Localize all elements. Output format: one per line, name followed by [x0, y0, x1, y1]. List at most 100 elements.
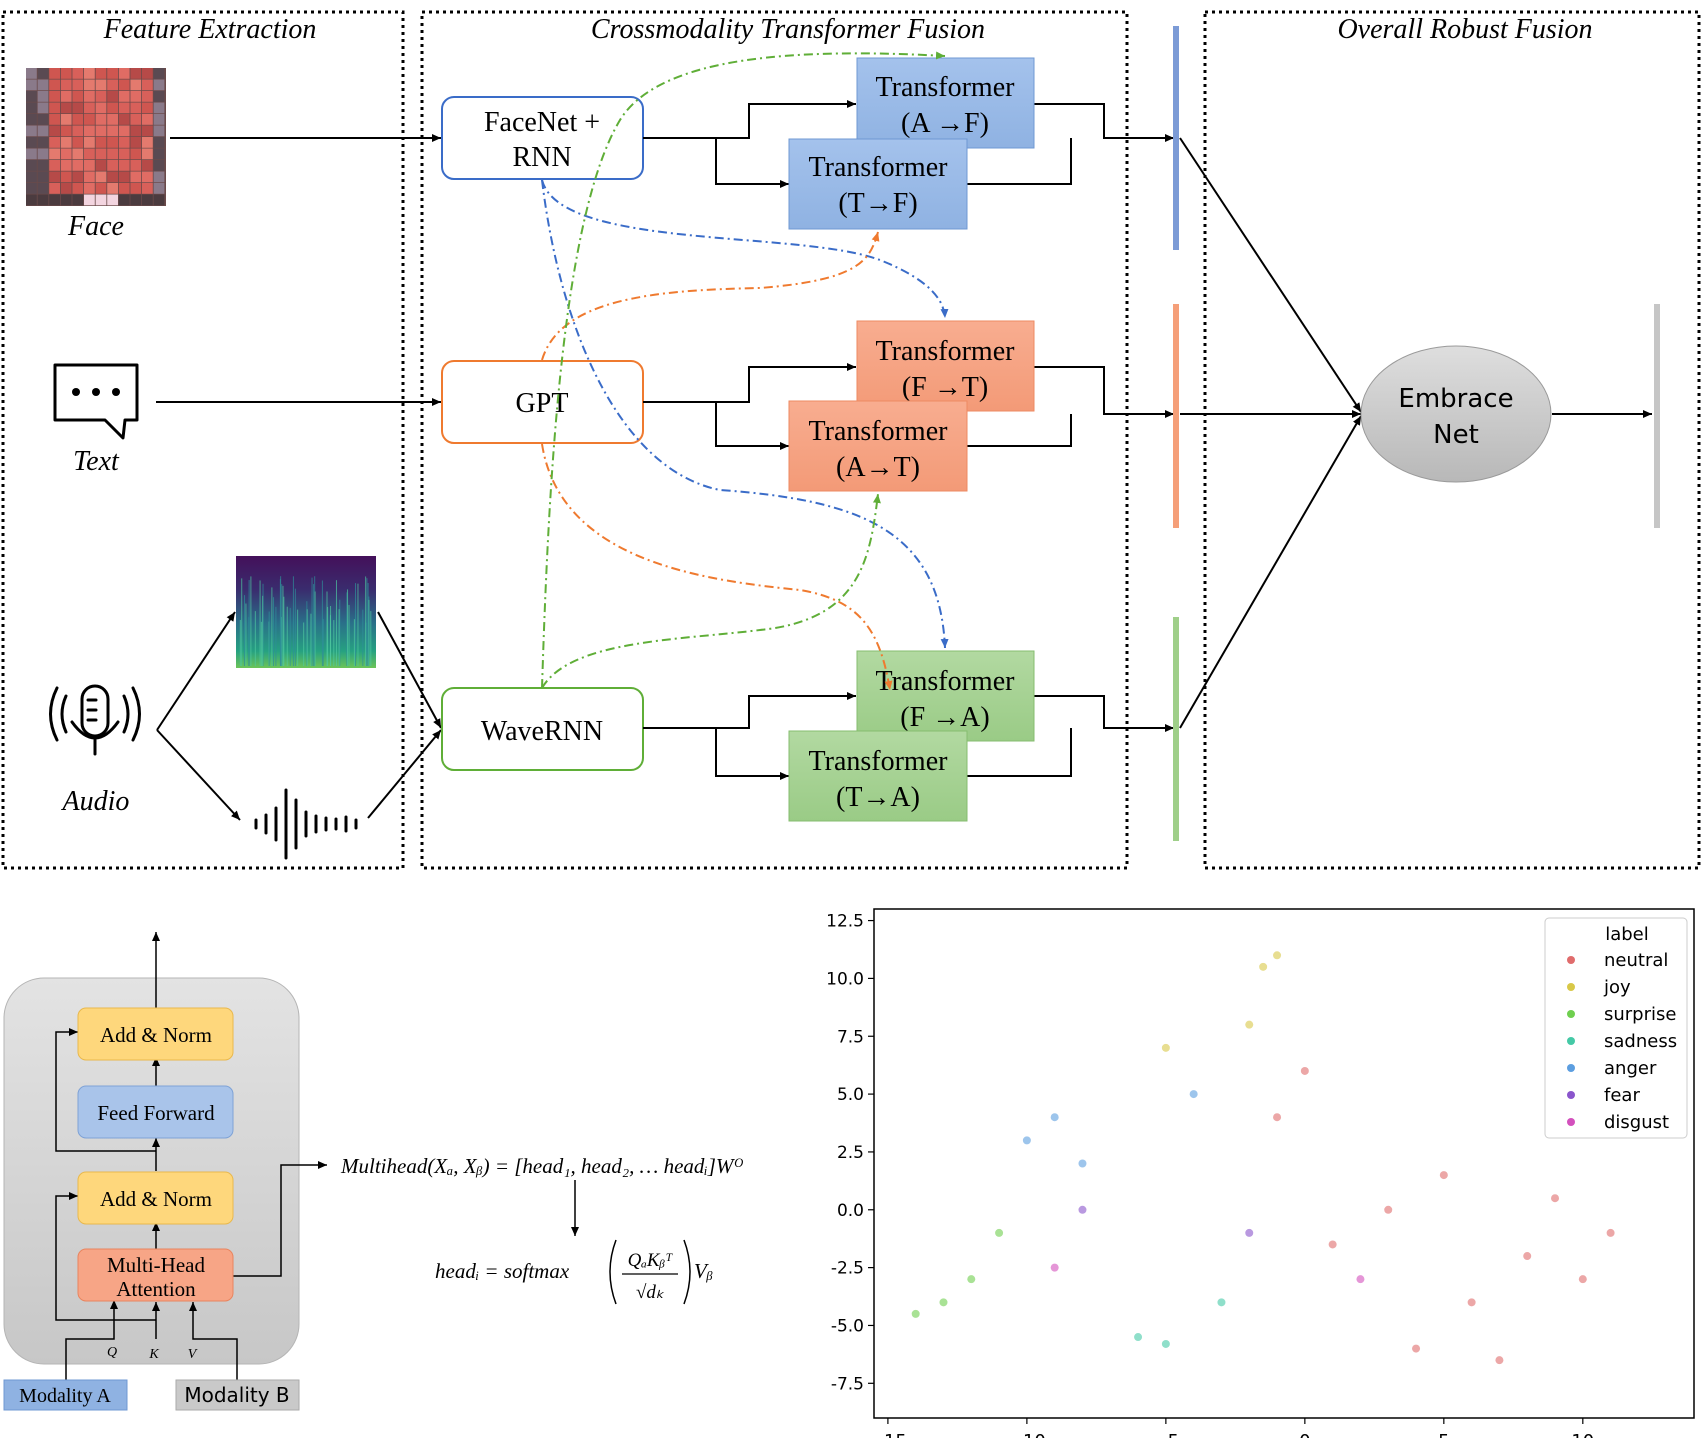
q-label: Q [107, 1345, 117, 1360]
face-pixel [49, 183, 60, 194]
face-pixel [26, 114, 37, 125]
face-pixel [72, 102, 84, 114]
legend-box [1544, 917, 1688, 1139]
scatter-point-anger [1189, 1090, 1198, 1099]
head-formula-lhs: headᵢ = softmax [435, 1259, 570, 1283]
speech-bubble-icon [53, 363, 139, 440]
scatter-point-joy [1273, 951, 1282, 960]
face-pixel [153, 194, 165, 206]
face-label: Face [67, 211, 124, 242]
scatter-point-fear [1078, 1205, 1087, 1214]
scatter-point-sadness [1161, 1339, 1170, 1348]
face-pixel [49, 79, 60, 91]
face-pixel [72, 148, 84, 160]
face-pixel [95, 102, 107, 114]
scatter-point-neutral [1273, 1113, 1282, 1122]
face-pixel [72, 114, 84, 125]
attention-formula: Multihead(Xₐ, Xᵦ) = [head₁, head₂, … hea… [340, 1154, 743, 1305]
scatter-point-neutral [1384, 1205, 1393, 1214]
face-pixel [153, 102, 165, 114]
face-pixel [37, 114, 49, 125]
legend-label-anger: anger [1604, 1058, 1657, 1079]
x-tick-label: 10 [1571, 1431, 1594, 1438]
v-label: V [188, 1347, 198, 1362]
face-pixel [37, 125, 49, 137]
face-pixel [153, 68, 165, 79]
spectrogram-image [236, 556, 376, 668]
legend-marker-anger [1567, 1064, 1575, 1072]
modality-b-box [175, 1379, 300, 1411]
legend-title: label [1605, 924, 1649, 945]
legend-marker-joy [1567, 983, 1575, 991]
face-pixel [60, 183, 72, 194]
face-pixel [49, 114, 60, 125]
face-pixel [84, 125, 95, 137]
modality-a-box [3, 1379, 128, 1411]
face-pixel [118, 114, 130, 125]
y-tick-label: 10.0 [826, 969, 864, 989]
scatter-point-neutral [1412, 1344, 1421, 1353]
face-pixel [84, 160, 95, 171]
face-pixel [37, 183, 49, 194]
section-title-robust-fusion: Overall Robust Fusion [1337, 14, 1592, 45]
face-pixel [26, 160, 37, 171]
scatter-point-neutral [1467, 1298, 1476, 1307]
svg-text:Transformer: Transformer [809, 416, 949, 447]
face-pixel [142, 114, 153, 125]
svg-text:RNN: RNN [512, 142, 571, 173]
add-norm-bottom-box [77, 1171, 234, 1225]
face-pixel [130, 102, 142, 114]
scatter-point-joy [1259, 962, 1268, 971]
face-pixel [95, 79, 107, 91]
microphone-icon [49, 684, 141, 756]
face-pixel [153, 183, 165, 194]
svg-text:FaceNet +: FaceNet + [484, 107, 600, 138]
mha-label-line1: Multi-Head [107, 1253, 205, 1277]
face-pixel [60, 102, 72, 114]
svg-text:Transformer: Transformer [876, 336, 1016, 367]
face-pixel [118, 137, 130, 148]
input-arrows [156, 134, 442, 821]
y-tick-label: 0.0 [837, 1201, 864, 1221]
face-fusion-vector [1173, 26, 1179, 250]
face-pixel [84, 114, 95, 125]
face-pixel [37, 148, 49, 160]
y-tick-label: -5.0 [831, 1316, 864, 1336]
transformer-t-a: Transformer (T→A) [788, 730, 968, 822]
face-pixel [72, 160, 84, 171]
embrace-net-node: Embrace Net [1360, 345, 1552, 483]
x-tick-label: −5 [1153, 1431, 1180, 1438]
face-pixel [118, 91, 130, 102]
face-pixel [60, 79, 72, 91]
face-pixel [60, 137, 72, 148]
y-tick-label: 12.5 [826, 912, 864, 932]
feed-forward-label: Feed Forward [97, 1101, 215, 1125]
face-pixel [60, 125, 72, 137]
face-pixel [130, 125, 142, 137]
add-norm-top-label: Add & Norm [100, 1023, 212, 1047]
face-pixel [118, 148, 130, 160]
face-pixel [49, 102, 60, 114]
legend-marker-fear [1567, 1091, 1575, 1099]
face-pixel [142, 148, 153, 160]
face-pixel [142, 171, 153, 183]
face-pixel [130, 194, 142, 206]
svg-text:(T→A): (T→A) [836, 782, 920, 813]
legend-label-fear: fear [1604, 1085, 1640, 1106]
svg-text:(F →T): (F →T) [902, 372, 988, 403]
face-pixel [60, 91, 72, 102]
audio-label: Audio [61, 786, 130, 817]
scatter-point-neutral [1439, 1171, 1448, 1180]
y-tick-label: 7.5 [837, 1027, 864, 1047]
face-pixel [118, 125, 130, 137]
face-pixel [49, 137, 60, 148]
face-pixel [84, 137, 95, 148]
face-pixel [107, 137, 118, 148]
transformer-t-f: Transformer (T→F) [788, 138, 968, 230]
y-tick-label: 5.0 [837, 1085, 864, 1105]
face-pixel [72, 183, 84, 194]
face-pixel [95, 171, 107, 183]
svg-text:Transformer: Transformer [876, 666, 1016, 697]
face-pixel [142, 102, 153, 114]
